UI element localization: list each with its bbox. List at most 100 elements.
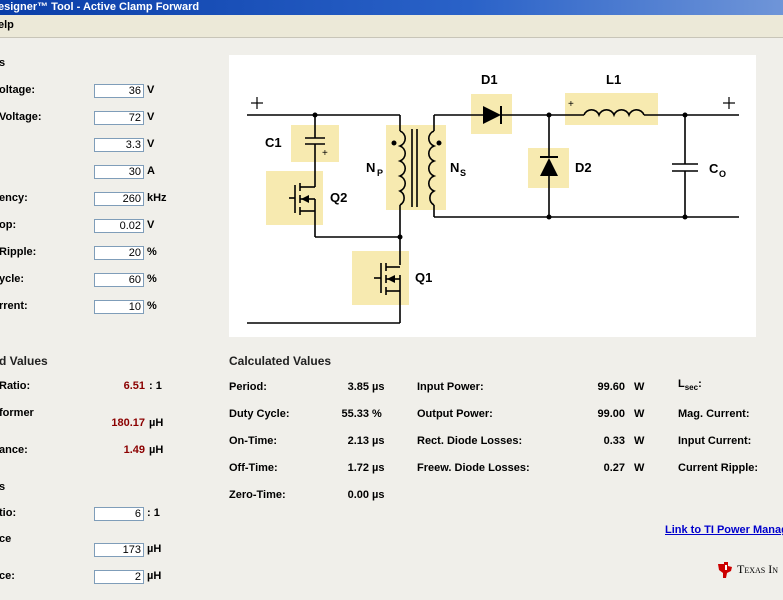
input-label-current: rrent: [0, 300, 28, 312]
freew-diode-losses-label: Freew. Diode Losses: [417, 462, 530, 474]
current-input[interactable]: 10 [94, 300, 144, 314]
co-subscript: O [719, 169, 726, 179]
ns-subscript: S [460, 168, 466, 178]
polarity-dot [391, 140, 397, 146]
max-voltage-input[interactable]: 72 [94, 111, 144, 125]
input-label-diode-drop: op: [0, 219, 17, 231]
zero-time-label: Zero-Time: [229, 489, 286, 501]
unit-label: µs [372, 435, 385, 447]
junction-dot [546, 112, 552, 118]
junction-dot [682, 112, 688, 118]
unit-label: W [634, 462, 645, 474]
period-value: 3.85 [347, 381, 369, 393]
selected-inductance-input[interactable]: 173 [94, 543, 144, 557]
inductance-value: 1.49 [123, 444, 145, 456]
lsec-subscript: sec [684, 383, 699, 393]
rect-diode-losses-value: 0.33 [603, 435, 625, 447]
ti-power-management-link[interactable]: Link to TI Power Manag [665, 524, 783, 536]
q2-arrow [301, 195, 309, 203]
ti-logo-icon [718, 562, 732, 578]
output-voltage-input[interactable]: 3.3 [94, 138, 144, 152]
transformer-inductance-value: 180.17 [111, 417, 145, 429]
schematic-svg: C1 + Q2 Q1 N P N S D1 D2 L1 + C O [247, 72, 739, 324]
unit-label: W [634, 408, 645, 420]
unit-label: W [634, 435, 645, 447]
menu-item-help[interactable]: elp [0, 19, 14, 31]
schematic-wires [247, 109, 739, 324]
terminal-plus-icons [251, 97, 735, 109]
selected-ratio-label: tio: [0, 507, 17, 519]
schematic-symbols [301, 106, 688, 283]
selected-ratio-input[interactable]: 6 [94, 507, 144, 521]
unit-label: µH [149, 444, 164, 456]
unit-label: A [147, 165, 155, 177]
min-voltage-input[interactable]: 36 [94, 84, 144, 98]
circuit-schematic: C1 + Q2 Q1 N P N S D1 D2 L1 + C O [229, 55, 756, 337]
inputs-section-header: s [0, 57, 6, 69]
transformer-label: former [0, 407, 34, 419]
junction-dot [546, 214, 552, 220]
input-label-duty-cycle: ycle: [0, 273, 25, 285]
selected-output-inductance-input[interactable]: 2 [94, 570, 144, 584]
turns-ratio-value: 6.51 [123, 380, 145, 392]
q2-label: Q2 [330, 190, 347, 205]
input-label-frequency: ency: [0, 192, 28, 204]
junction-dot [397, 234, 403, 240]
duty-cycle-label: Duty Cycle: [229, 408, 290, 420]
window-title-bar: esigner™ Tool - Active Clamp Forward [0, 0, 783, 15]
mag-current-label: Mag. Current: [678, 408, 750, 420]
co-label: C [709, 161, 719, 176]
frequency-input[interactable]: 260 [94, 192, 144, 206]
unit-label: µs [372, 489, 385, 501]
unit-label: µH [147, 543, 162, 555]
output-power-label: Output Power: [417, 408, 493, 420]
unit-label: % [147, 273, 157, 285]
d2-label: D2 [575, 160, 592, 175]
off-time-label: Off-Time: [229, 462, 278, 474]
window-title: esigner™ Tool - Active Clamp Forward [0, 1, 200, 13]
ti-logo: Texas In [716, 561, 778, 579]
ripple-input[interactable]: 20 [94, 246, 144, 260]
unit-label: % [147, 246, 157, 258]
period-label: Period: [229, 381, 267, 393]
unit-label: µH [147, 570, 162, 582]
freew-diode-losses-value: 0.27 [603, 462, 625, 474]
junction-dot [312, 112, 318, 118]
q1-arrow [387, 275, 395, 283]
output-power-value: 99.00 [597, 408, 625, 420]
ns-label: N [450, 160, 459, 175]
l1-plus: + [568, 99, 574, 110]
menu-bar: elp [0, 15, 783, 38]
unit-label: V [147, 84, 155, 96]
np-subscript: P [377, 168, 383, 178]
duty-cycle-input[interactable]: 60 [94, 273, 144, 287]
turns-ratio-label: Ratio: [0, 380, 31, 392]
zero-time-value: 0.00 [347, 489, 369, 501]
off-time-value: 1.72 [347, 462, 369, 474]
unit-label: V [147, 138, 155, 150]
current-ripple-label: Current Ripple: [678, 462, 759, 474]
diode-drop-input[interactable]: 0.02 [94, 219, 144, 233]
lsec-label: Lsec: [678, 378, 702, 393]
input-label-min-voltage: oltage: [0, 84, 36, 96]
c1-label: C1 [265, 135, 282, 150]
input-power-label: Input Power: [417, 381, 484, 393]
c1-plus: + [322, 148, 328, 159]
unit-label: µs [372, 381, 385, 393]
polarity-dot [436, 140, 442, 146]
selected-section-header: s [0, 481, 6, 493]
output-current-input[interactable]: 30 [94, 165, 144, 179]
on-time-label: On-Time: [229, 435, 278, 447]
inductance-label: ance: [0, 444, 28, 456]
unit-label: µs [372, 462, 385, 474]
unit-label: % [372, 408, 382, 420]
rect-diode-losses-label: Rect. Diode Losses: [417, 435, 523, 447]
selected-inductance-label: ce [0, 533, 12, 545]
np-label: N [366, 160, 375, 175]
unit-label: : 1 [149, 380, 162, 392]
unit-label: : 1 [147, 507, 160, 519]
unit-label: µH [149, 417, 164, 429]
unit-label: V [147, 219, 155, 231]
d1-diode [483, 106, 501, 124]
d1-label: D1 [481, 72, 498, 87]
